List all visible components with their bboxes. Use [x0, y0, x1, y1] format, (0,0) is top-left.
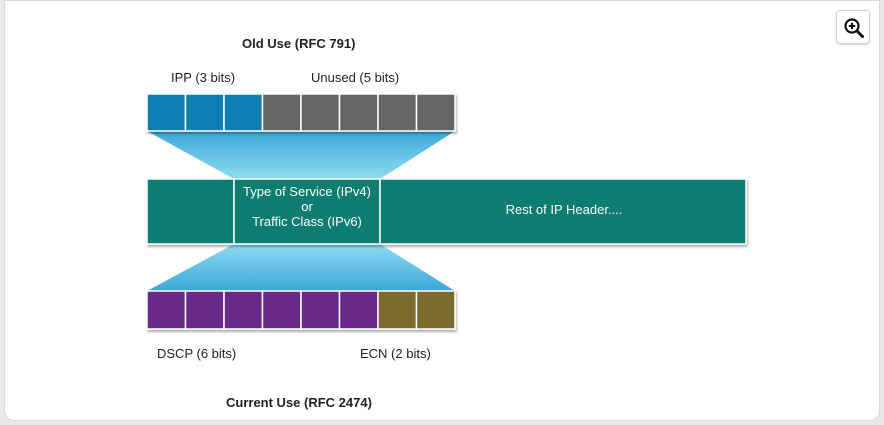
unused-bit-5 [415, 93, 456, 132]
dscp-bit-4 [261, 290, 302, 330]
ip-header-row [146, 178, 747, 245]
tos-label: Type of Service (IPv4) or Traffic Class … [234, 184, 380, 229]
dscp-label: DSCP (6 bits) [157, 346, 237, 361]
ecn-label: ECN (2 bits) [360, 346, 431, 361]
old-bits-row [146, 93, 456, 132]
dscp-bit-2 [184, 290, 225, 330]
ipp-bit-1 [146, 93, 187, 132]
dscp-bit-3 [223, 290, 264, 330]
rest-header-block [379, 178, 747, 245]
unused-bit-2 [300, 93, 341, 132]
unused-label: Unused (5 bits) [311, 70, 400, 85]
ipp-bit-3 [223, 93, 264, 132]
bottom-funnel [147, 244, 455, 291]
ecn-bit-2 [415, 290, 456, 330]
current-use-title: Current Use (RFC 2474) [226, 395, 372, 410]
dscp-bit-5 [300, 290, 341, 330]
dscp-bit-1 [146, 290, 187, 330]
tos-label-line-3: Traffic Class (IPv6) [252, 214, 362, 229]
ipp-bit-2 [184, 93, 225, 132]
tos-label-line-2: or [301, 199, 313, 214]
unused-bit-3 [338, 93, 379, 132]
header-leading-block [146, 178, 235, 245]
top-funnel [147, 131, 455, 179]
tos-label-line-1: Type of Service (IPv4) [243, 184, 371, 199]
new-bits-row [146, 290, 456, 330]
unused-bit-1 [261, 93, 302, 132]
rest-header-label: Rest of IP Header.... [505, 202, 623, 217]
unused-bit-4 [377, 93, 418, 132]
zoom-in-icon [844, 18, 864, 38]
dscp-bit-6 [338, 290, 379, 330]
tos-block [233, 178, 381, 245]
ipp-label: IPP (3 bits) [171, 70, 236, 85]
ecn-bit-1 [377, 290, 418, 330]
zoom-button[interactable] [836, 10, 870, 44]
old-use-title: Old Use (RFC 791) [242, 36, 356, 51]
